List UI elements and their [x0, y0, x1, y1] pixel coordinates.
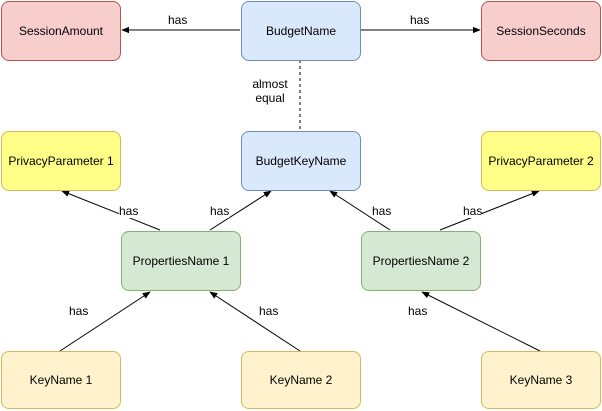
node-key-name-2[interactable]: KeyName 2 [241, 351, 361, 409]
node-label: PropertiesName 1 [132, 254, 230, 268]
node-label: KeyName 2 [269, 373, 333, 387]
node-label: BudgetName [265, 24, 337, 38]
edge-label-key2-to-props1: has [259, 304, 279, 318]
node-label: PrivacyParameter 2 [488, 154, 594, 168]
edge-label-key1-to-props1: has [69, 304, 89, 318]
node-privacy-parameter-2[interactable]: PrivacyParameter 2 [481, 131, 601, 191]
node-label: KeyName 3 [509, 373, 573, 387]
edge-label-key3-to-props2: has [408, 304, 428, 318]
node-budget-key-name[interactable]: BudgetKeyName [241, 131, 361, 191]
edge-props2-to-privacy2 [439, 190, 540, 231]
edge-props2-to-budgetkey [329, 190, 391, 231]
node-label: PrivacyParameter 1 [8, 154, 114, 168]
node-label: PropertiesName 2 [372, 254, 470, 268]
node-key-name-3[interactable]: KeyName 3 [481, 351, 601, 409]
edge-props1-to-privacy1 [61, 190, 161, 231]
node-label: BudgetKeyName [255, 154, 347, 168]
node-key-name-1[interactable]: KeyName 1 [1, 351, 121, 409]
edge-label-props2-to-budgetkey: has [372, 204, 392, 218]
edge-key3-to-props2 [421, 291, 541, 352]
node-label: SessionAmount [18, 24, 104, 38]
edge-label-props1-to-budgetkey: has [210, 204, 230, 218]
node-budget-name[interactable]: BudgetName [241, 1, 361, 61]
node-properties-name-1[interactable]: PropertiesName 1 [121, 231, 241, 291]
edge-label-props2-to-privacy2: has [463, 204, 483, 218]
edge-key2-to-props1 [209, 291, 301, 352]
edge-label-budget-to-seconds: has [410, 13, 430, 27]
edge-label-almost-equal: almost equal [248, 77, 292, 105]
node-properties-name-2[interactable]: PropertiesName 2 [361, 231, 481, 291]
node-label: KeyName 1 [29, 373, 93, 387]
node-session-amount[interactable]: SessionAmount [1, 1, 121, 61]
node-label: SessionSeconds [496, 24, 586, 38]
edge-props1-to-budgetkey [209, 190, 272, 231]
node-session-seconds[interactable]: SessionSeconds [481, 1, 601, 61]
edge-label-budget-to-amount: has [168, 13, 188, 27]
node-privacy-parameter-1[interactable]: PrivacyParameter 1 [1, 131, 121, 191]
edge-label-props1-to-privacy1: has [119, 204, 139, 218]
edge-key1-to-props1 [59, 291, 151, 352]
